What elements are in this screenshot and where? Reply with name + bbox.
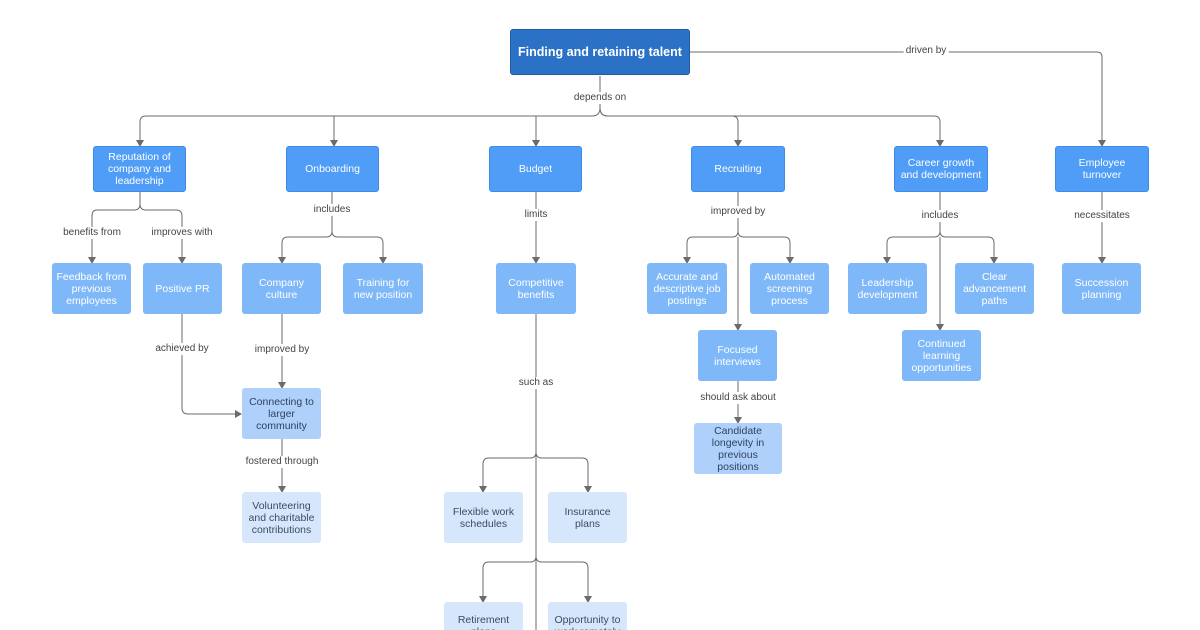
- edge-label-improved-by-recruiting: improved by: [708, 206, 768, 218]
- node-volunteering[interactable]: Volunteering and charitable contribution…: [242, 492, 321, 543]
- node-leadership-development[interactable]: Leadership development: [848, 263, 927, 314]
- node-feedback[interactable]: Feedback from previous employees: [52, 263, 131, 314]
- node-continued-learning[interactable]: Continued learning opportunities: [902, 330, 981, 381]
- node-competitive-benefits[interactable]: Competitive benefits: [496, 263, 576, 314]
- node-employee-turnover[interactable]: Employee turnover: [1055, 146, 1149, 192]
- edge-label-benefits-from: benefits from: [61, 227, 123, 239]
- node-recruiting[interactable]: Recruiting: [691, 146, 785, 192]
- node-company-culture[interactable]: Company culture: [242, 263, 321, 314]
- edge-label-limits: limits: [522, 209, 550, 221]
- edge-label-depends-on: depends on: [571, 92, 629, 104]
- edge-label-includes-career: includes: [919, 210, 961, 222]
- edge-label-necessitates: necessitates: [1072, 210, 1132, 222]
- node-focused-interviews[interactable]: Focused interviews: [698, 330, 777, 381]
- connector-driven-by: [690, 51, 1106, 147]
- node-retirement-plans[interactable]: Retirement plans: [444, 602, 523, 630]
- node-training[interactable]: Training for new position: [343, 263, 423, 314]
- edge-label-includes-onboarding: includes: [311, 204, 353, 216]
- node-reputation[interactable]: Reputation of company and leadership: [93, 146, 186, 192]
- node-onboarding[interactable]: Onboarding: [286, 146, 379, 192]
- edge-label-fostered-through: fostered through: [243, 456, 321, 468]
- edge-label-such-as: such as: [516, 377, 556, 389]
- edge-label-should-ask-about: should ask about: [698, 392, 778, 404]
- node-positive-pr[interactable]: Positive PR: [143, 263, 222, 314]
- node-career[interactable]: Career growth and development: [894, 146, 988, 192]
- edge-label-achieved-by: achieved by: [153, 343, 211, 355]
- node-remote-opportunity[interactable]: Opportunity to work remotely: [548, 602, 627, 630]
- node-insurance-plans[interactable]: Insurance plans: [548, 492, 627, 543]
- node-candidate-longevity[interactable]: Candidate longevity in previous position…: [694, 423, 782, 474]
- root-node[interactable]: Finding and retaining talent: [510, 29, 690, 75]
- connector-depends-on-trunk: [139, 76, 601, 123]
- node-flexible-schedules[interactable]: Flexible work schedules: [444, 492, 523, 543]
- edge-label-improved-by-culture: improved by: [252, 344, 312, 356]
- node-screening[interactable]: Automated screening process: [750, 263, 829, 314]
- node-succession-planning[interactable]: Succession planning: [1062, 263, 1141, 314]
- node-job-postings[interactable]: Accurate and descriptive job postings: [647, 263, 727, 314]
- edge-label-improves-with: improves with: [149, 227, 215, 239]
- node-connecting-community[interactable]: Connecting to larger community: [242, 388, 321, 439]
- node-advancement-paths[interactable]: Clear advancement paths: [955, 263, 1034, 314]
- edge-label-driven-by: driven by: [903, 45, 949, 57]
- node-budget[interactable]: Budget: [489, 146, 582, 192]
